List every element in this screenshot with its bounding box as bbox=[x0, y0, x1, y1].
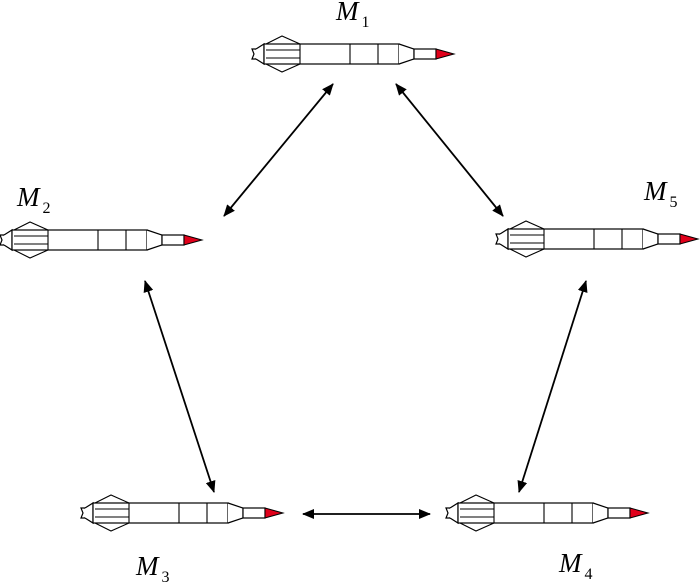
link-m1-m5 bbox=[395, 83, 504, 217]
missile-icon-m1 bbox=[251, 35, 455, 73]
link-m1-m2 bbox=[223, 83, 334, 217]
label-m1-sub: 1 bbox=[362, 14, 370, 31]
label-m3-sub: 3 bbox=[162, 569, 170, 586]
missile-icon-m2 bbox=[0, 221, 203, 259]
missile-icon-m3 bbox=[80, 494, 284, 532]
link-m2-m3 bbox=[143, 280, 216, 493]
label-m5-sub: 5 bbox=[670, 194, 678, 211]
label-m1-letter: M bbox=[335, 0, 360, 26]
label-m2-letter: M bbox=[16, 182, 41, 212]
label-m4-sub: 4 bbox=[585, 566, 593, 583]
link-m5-m4 bbox=[517, 280, 588, 493]
label-m5-letter: M bbox=[643, 176, 668, 206]
label-m2-sub: 2 bbox=[43, 200, 51, 217]
label-m4-letter: M bbox=[558, 548, 583, 578]
label-m3-letter: M bbox=[135, 551, 160, 581]
missile-icon-m5 bbox=[495, 220, 699, 258]
missile-icon-m4 bbox=[445, 494, 649, 532]
